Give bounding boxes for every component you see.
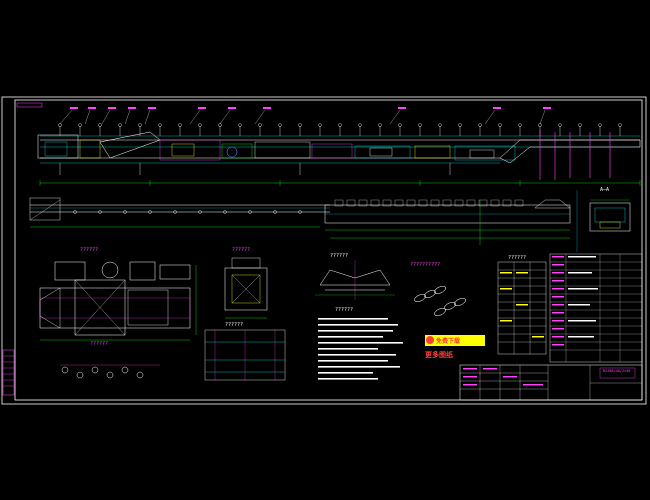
tensioner-view-label: ?????? [232,247,251,253]
roller-view-label: ?????? [90,341,109,347]
outer-frame [1,96,647,405]
stamp-flame-icon [426,336,434,344]
frame-view-label: ?????? [225,322,244,328]
roller-row-detail [60,364,160,379]
technical-notes [318,318,403,380]
tensioner-detail [224,257,268,319]
bill-of-materials [549,253,643,363]
drawing-code-label: DSJ80/40/2×40 [603,369,631,373]
idler-detail [315,260,395,300]
idler-view-label: ?????? [330,253,349,259]
drive-unit-view [39,261,197,341]
left-margin-strip [2,349,15,396]
parts-table-heading: ?????? [508,255,527,261]
title-block [459,364,643,401]
notes-heading: ?????? [335,307,354,313]
stamp-subtitle: 更多图纸 [425,351,453,359]
frame-plan-detail [204,329,286,381]
stamp-title: 免费下载 [436,338,461,345]
stamp-box [425,335,485,346]
section-a-a [589,199,631,232]
main-elevation-view [37,107,641,186]
parts-list-table [497,261,547,355]
chain-link-detail [414,286,466,316]
plan-view [29,197,571,245]
inner-frame [14,99,643,401]
chain-view-label: ?????????? [410,262,441,268]
section-a-a-label: A—A [600,187,610,193]
drawing-number-tag [16,102,43,108]
drive-view-label: ?????? [80,247,99,253]
